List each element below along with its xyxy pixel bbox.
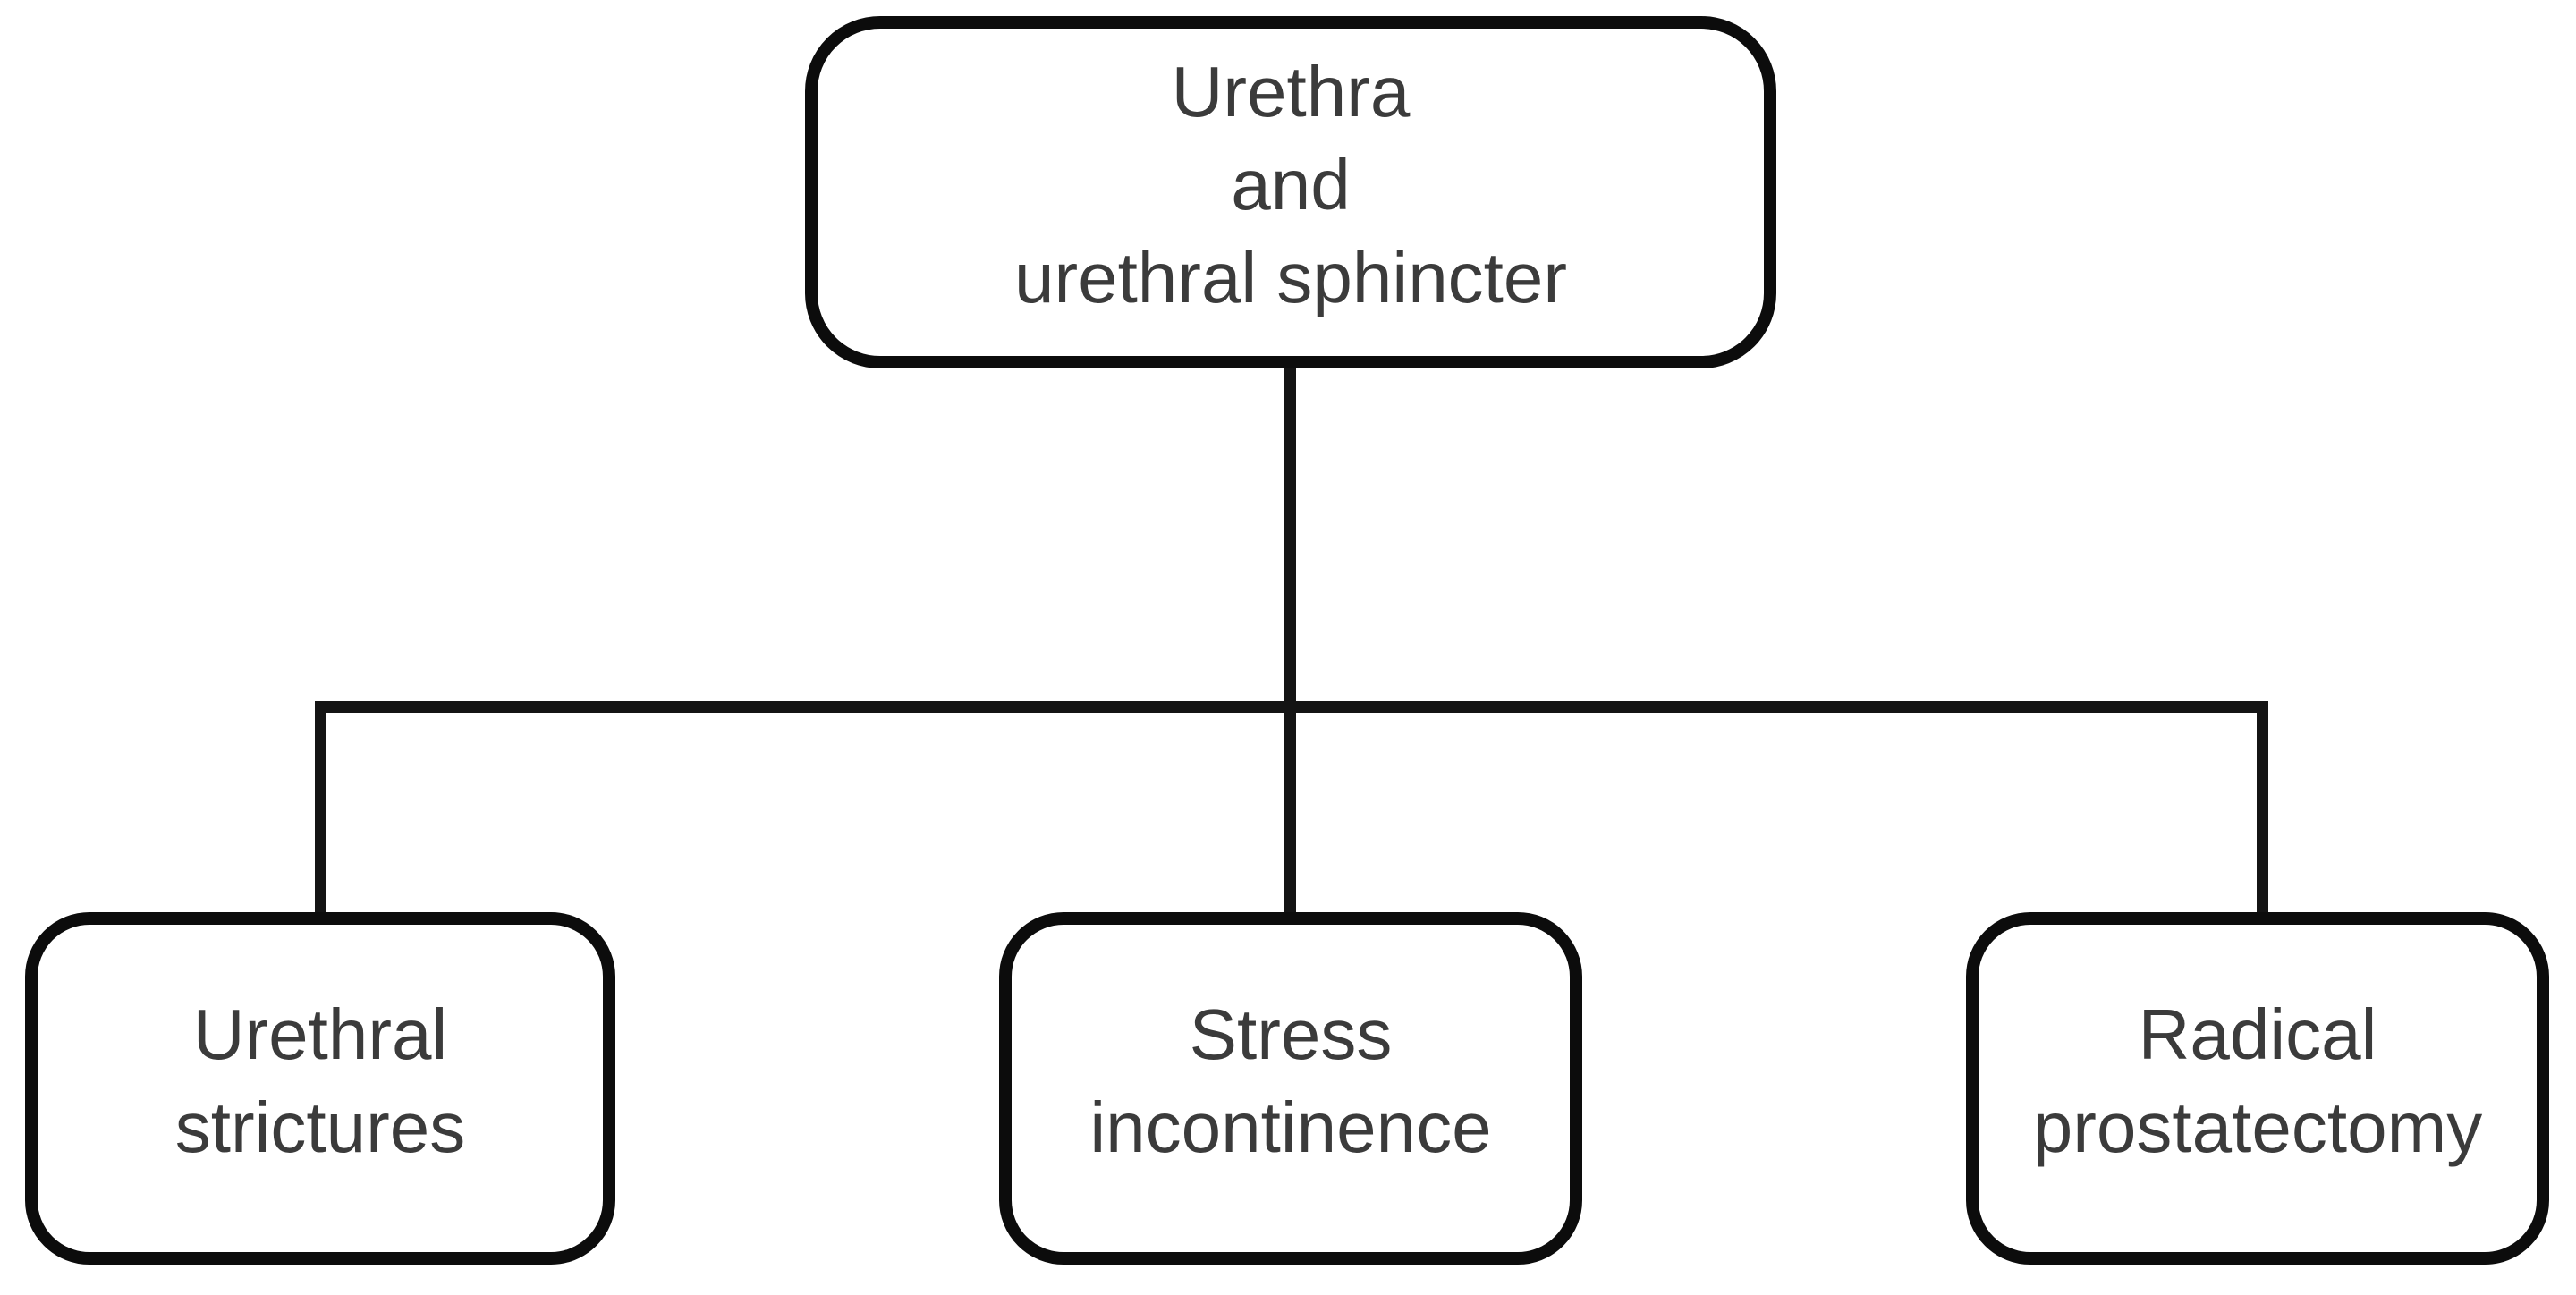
node-radical-prostatectomy: Radical prostatectomy — [1966, 912, 2549, 1265]
connector-trunk-line — [1284, 358, 1296, 916]
node-urethral-strictures: Urethral strictures — [25, 912, 615, 1265]
node-urethra-and-urethral-sphincter: Urethra and urethral sphincter — [805, 16, 1776, 368]
connector-horizontal-bar — [315, 701, 2268, 713]
node-label: Radical prostatectomy — [2032, 995, 2483, 1167]
connector-right-stub — [2257, 701, 2268, 916]
connector-left-stub — [315, 701, 326, 916]
node-stress-incontinence: Stress incontinence — [999, 912, 1582, 1265]
node-label: Stress incontinence — [1089, 995, 1492, 1167]
node-label: Urethra and urethral sphincter — [1013, 52, 1568, 317]
node-label: Urethral strictures — [174, 995, 466, 1167]
